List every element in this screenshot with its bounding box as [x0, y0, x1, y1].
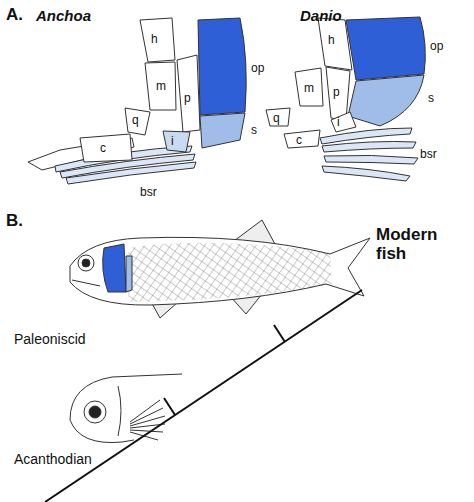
- bone-label: h: [328, 34, 335, 47]
- bone-label: op: [430, 40, 443, 53]
- bone-label: h: [151, 33, 158, 46]
- bone-label: p: [333, 86, 340, 99]
- taxon-name: Anchoa: [36, 8, 91, 25]
- bone-label: bsr: [420, 148, 437, 161]
- bone-label: p: [184, 92, 191, 105]
- clade-label: Modern fish: [376, 226, 452, 263]
- panel-letter: B.: [6, 212, 23, 231]
- bone-label: s: [428, 92, 434, 105]
- bone-label: op: [251, 62, 264, 75]
- panel-letter: A.: [6, 6, 23, 25]
- bone-label: q: [132, 114, 139, 127]
- bone-label: m: [304, 82, 314, 95]
- bone-label: c: [100, 142, 106, 155]
- bone-label: m: [156, 80, 166, 93]
- bone-label: c: [296, 134, 302, 147]
- bone-label: i: [337, 116, 340, 129]
- taxon-name: Acanthodian: [14, 452, 92, 467]
- bone-label: q: [273, 112, 280, 125]
- bone-label: i: [171, 135, 174, 148]
- bone-label: s: [251, 124, 257, 137]
- taxon-name: Paleoniscid: [14, 332, 86, 347]
- bone-label: bsr: [140, 186, 157, 199]
- taxon-name: Danio: [300, 8, 342, 25]
